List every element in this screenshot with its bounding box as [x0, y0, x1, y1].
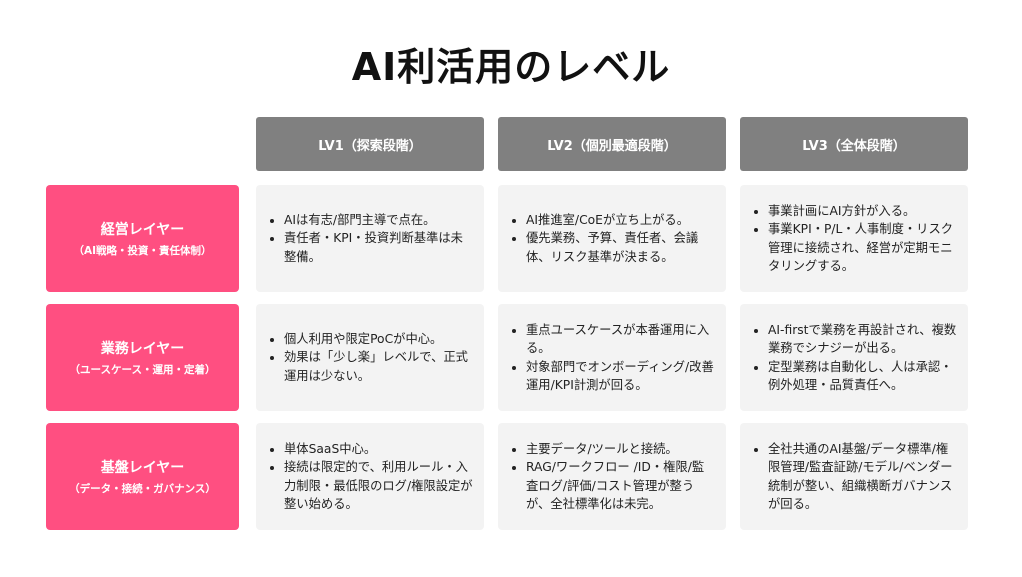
bullet-item: 主要データ/ツールと接続。	[526, 440, 716, 459]
bullet-list: 個人利用や限定PoCが中心。効果は「少し楽」レベルで、正式運用は少ない。	[270, 330, 474, 386]
bullet-item: 効果は「少し楽」レベルで、正式運用は少ない。	[284, 348, 474, 385]
bullet-item: 全社共通のAI基盤/データ標準/権限管理/監査証跡/モデル/ベンダー統制が整い、…	[768, 440, 958, 514]
bullet-list: AI推進室/CoEが立ち上がる。優先業務、予算、責任者、会議体、リスク基準が決ま…	[512, 211, 716, 267]
bullet-item: AI-firstで業務を再設計され、複数業務でシナジーが出る。	[768, 321, 958, 358]
bullet-item: 事業計画にAI方針が入る。	[768, 202, 958, 221]
bullet-list: 全社共通のAI基盤/データ標準/権限管理/監査証跡/モデル/ベンダー統制が整い、…	[754, 440, 958, 514]
bullet-list: 主要データ/ツールと接続。RAG/ワークフロー /ID・権限/監査ログ/評価/コ…	[512, 440, 716, 514]
column-header-lv1: LV1（探索段階）	[256, 117, 484, 171]
row-label-subtitle: （データ・接続・ガバナンス）	[69, 483, 216, 495]
bullet-list: 重点ユースケースが本番運用に入る。対象部門でオンボーディング/改善運用/KPI計…	[512, 321, 716, 395]
row-label-operations: 業務レイヤー （ユースケース・運用・定着）	[46, 304, 239, 411]
bullet-list: AIは有志/部門主導で点在。責任者・KPI・投資判断基準は未整備。	[270, 211, 474, 267]
row-label-management: 経営レイヤー （AI戦略・投資・責任体制）	[46, 185, 239, 292]
cell-operations-lv3: AI-firstで業務を再設計され、複数業務でシナジーが出る。定型業務は自動化し…	[740, 304, 968, 411]
cell-management-lv2: AI推進室/CoEが立ち上がる。優先業務、予算、責任者、会議体、リスク基準が決ま…	[498, 185, 726, 292]
cell-operations-lv2: 重点ユースケースが本番運用に入る。対象部門でオンボーディング/改善運用/KPI計…	[498, 304, 726, 411]
row-label-infrastructure: 基盤レイヤー （データ・接続・ガバナンス）	[46, 423, 239, 530]
bullet-item: 単体SaaS中心。	[284, 440, 474, 459]
bullet-item: AIは有志/部門主導で点在。	[284, 211, 474, 230]
row-label-subtitle: （ユースケース・運用・定着）	[69, 364, 216, 376]
bullet-item: 責任者・KPI・投資判断基準は未整備。	[284, 229, 474, 266]
row-label-title: 経営レイヤー	[100, 222, 185, 238]
cell-infrastructure-lv3: 全社共通のAI基盤/データ標準/権限管理/監査証跡/モデル/ベンダー統制が整い、…	[740, 423, 968, 530]
row-label-title: 基盤レイヤー	[100, 460, 185, 476]
bullet-item: 事業KPI・P/L・人事制度・リスク管理に接続され、経営が定期モニタリングする。	[768, 220, 958, 276]
bullet-item: 重点ユースケースが本番運用に入る。	[526, 321, 716, 358]
bullet-list: AI-firstで業務を再設計され、複数業務でシナジーが出る。定型業務は自動化し…	[754, 321, 958, 395]
cell-management-lv3: 事業計画にAI方針が入る。事業KPI・P/L・人事制度・リスク管理に接続され、経…	[740, 185, 968, 292]
bullet-item: 定型業務は自動化し、人は承認・例外処理・品質責任へ。	[768, 358, 958, 395]
row-label-title: 業務レイヤー	[100, 341, 185, 357]
row-label-subtitle: （AI戦略・投資・責任体制）	[73, 245, 212, 257]
cell-operations-lv1: 個人利用や限定PoCが中心。効果は「少し楽」レベルで、正式運用は少ない。	[256, 304, 484, 411]
bullet-list: 単体SaaS中心。接続は限定的で、利用ルール・入力制限・最低限のログ/権限設定が…	[270, 440, 474, 514]
column-header-lv3: LV3（全体段階）	[740, 117, 968, 171]
page-title: AI利活用のレベル	[351, 45, 671, 89]
bullet-item: 接続は限定的で、利用ルール・入力制限・最低限のログ/権限設定が整い始める。	[284, 458, 474, 514]
bullet-item: 個人利用や限定PoCが中心。	[284, 330, 474, 349]
cell-infrastructure-lv1: 単体SaaS中心。接続は限定的で、利用ルール・入力制限・最低限のログ/権限設定が…	[256, 423, 484, 530]
column-header-lv2: LV2（個別最適段階）	[498, 117, 726, 171]
bullet-item: 優先業務、予算、責任者、会議体、リスク基準が決まる。	[526, 229, 716, 266]
cell-management-lv1: AIは有志/部門主導で点在。責任者・KPI・投資判断基準は未整備。	[256, 185, 484, 292]
bullet-item: AI推進室/CoEが立ち上がる。	[526, 211, 716, 230]
bullet-list: 事業計画にAI方針が入る。事業KPI・P/L・人事制度・リスク管理に接続され、経…	[754, 202, 958, 276]
cell-infrastructure-lv2: 主要データ/ツールと接続。RAG/ワークフロー /ID・権限/監査ログ/評価/コ…	[498, 423, 726, 530]
bullet-item: RAG/ワークフロー /ID・権限/監査ログ/評価/コスト管理が整うが、全社標準…	[526, 458, 716, 514]
bullet-item: 対象部門でオンボーディング/改善運用/KPI計測が回る。	[526, 358, 716, 395]
